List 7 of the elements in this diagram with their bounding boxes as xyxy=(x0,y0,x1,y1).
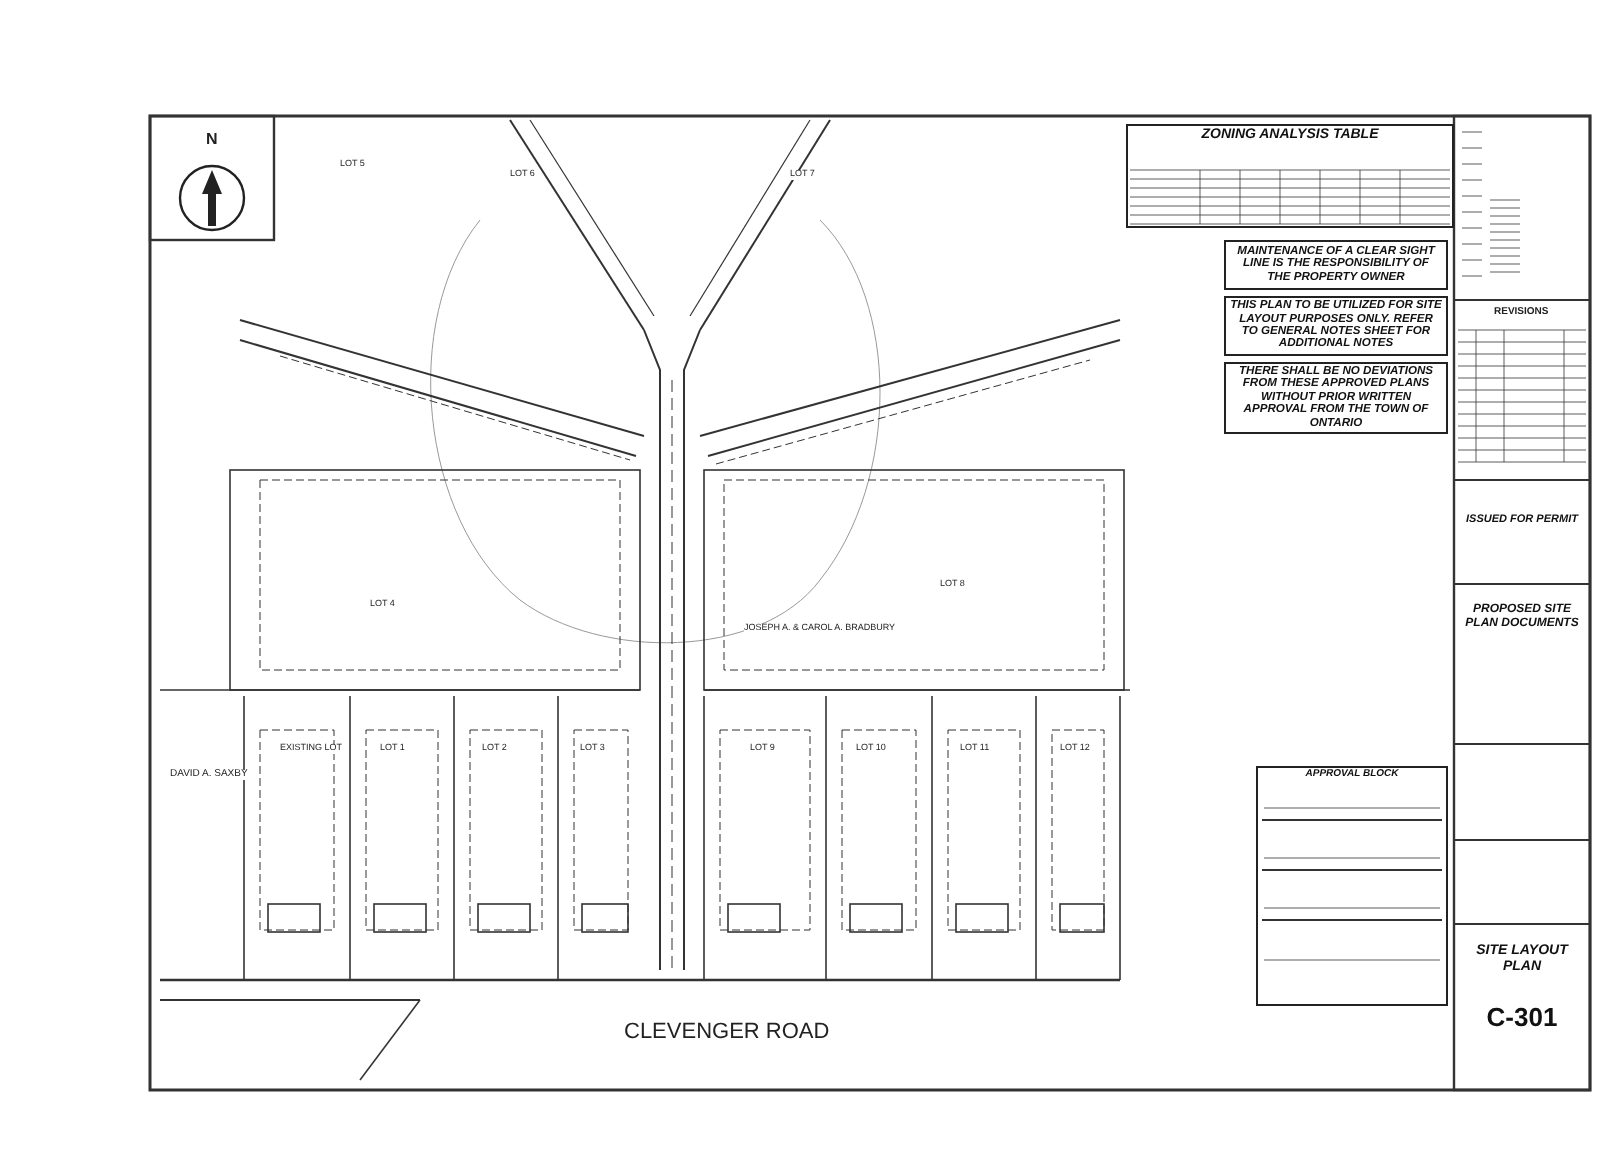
road-name: CLEVENGER ROAD xyxy=(624,1022,830,1044)
north-label: N xyxy=(206,132,218,148)
note-box xyxy=(1224,240,1448,290)
sheet-number: C-301 xyxy=(1484,1001,1560,1035)
note-box xyxy=(1224,362,1448,434)
zoning-table xyxy=(1126,124,1454,228)
approval-block xyxy=(1256,766,1448,1006)
